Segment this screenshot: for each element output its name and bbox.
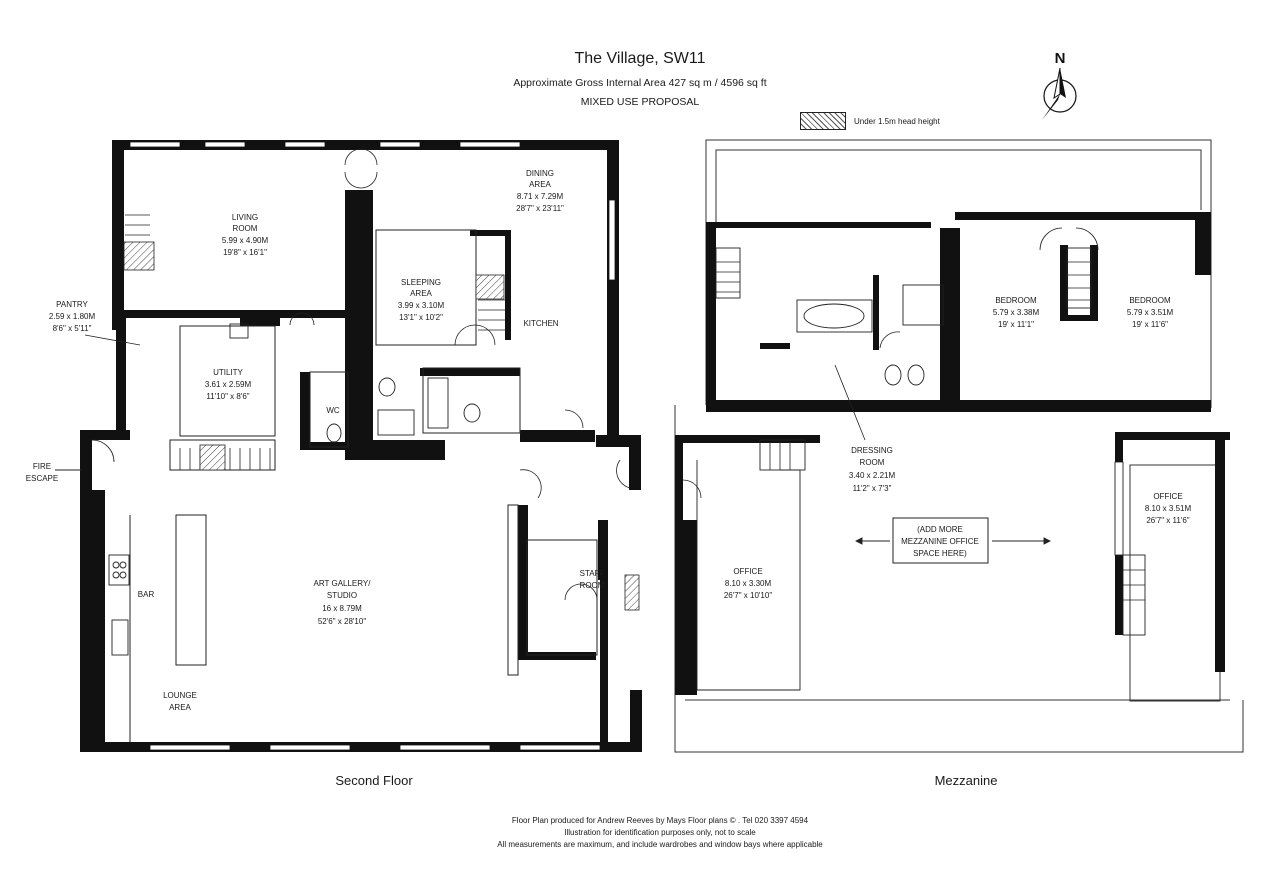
expand-arrows-icon [854, 537, 1052, 545]
north-label: N [1055, 50, 1066, 67]
north-compass-icon: N [1042, 50, 1077, 120]
wc-label: WC [326, 406, 340, 415]
add-more-box [892, 517, 989, 564]
footer-line-1: Floor Plan produced for Andrew Reeves by… [511, 816, 809, 825]
gross-area: Approximate Gross Internal Area 427 sq m… [513, 77, 767, 89]
legend: Under 1.5m head height [800, 112, 940, 130]
footer-line-3: All measurements are maximum, and includ… [497, 840, 823, 849]
proposal-label: MIXED USE PROPOSAL [580, 96, 700, 108]
kitchen-label: KITCHEN [523, 319, 558, 328]
second-floor-caption: Second Floor [335, 773, 413, 788]
bar-label: BAR [138, 590, 155, 599]
footer-line-2: Illustration for identification purposes… [564, 828, 756, 837]
hatch-swatch [800, 112, 846, 130]
mezzanine-caption: Mezzanine [935, 773, 998, 788]
legend-label: Under 1.5m head height [854, 116, 940, 126]
plan-title: The Village, SW11 [574, 50, 706, 67]
